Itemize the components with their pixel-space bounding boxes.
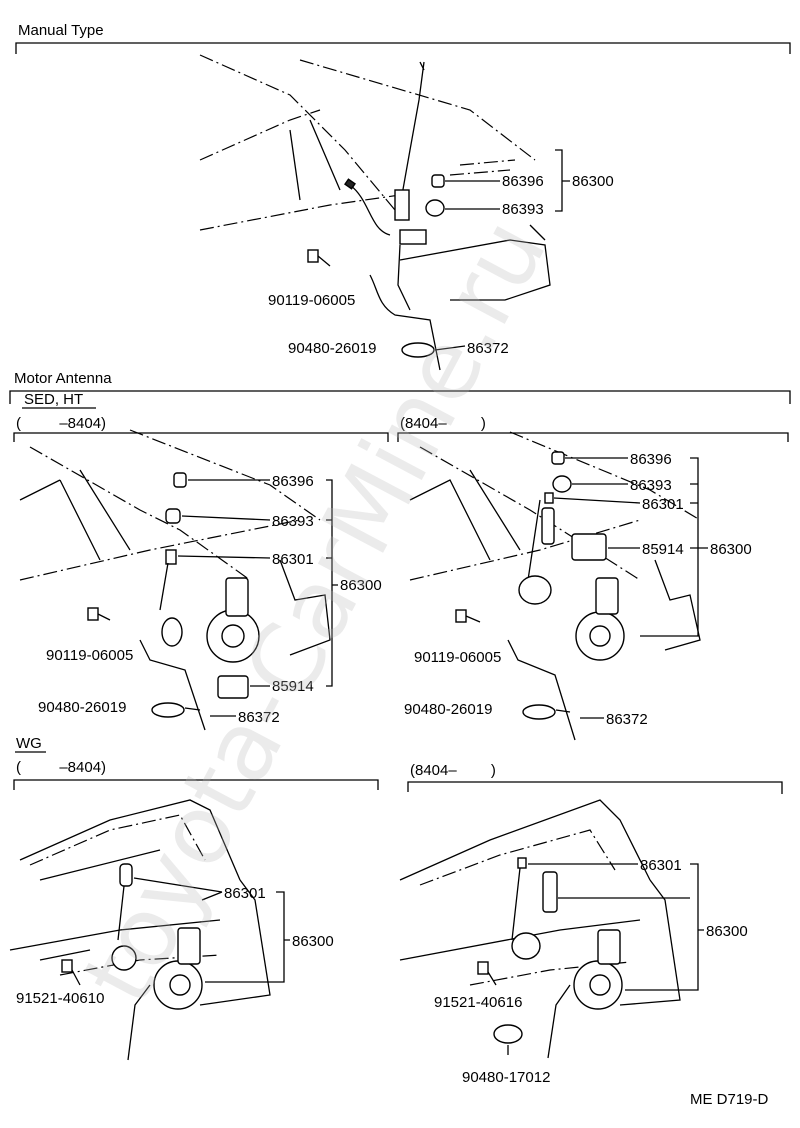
sed-left-coil [161, 617, 183, 647]
manual-antenna-mast [401, 61, 425, 196]
sed-right-nut [551, 451, 565, 465]
wg-right-grommet [493, 1024, 523, 1044]
label-86300: 86300 [292, 933, 334, 950]
sed-right-grommet [522, 704, 556, 720]
label-85914: 85914 [272, 678, 314, 695]
label-86301: 86301 [640, 857, 682, 874]
label-90480-26019: 90480-26019 [38, 699, 126, 716]
label-86372: 86372 [606, 711, 648, 728]
watermark: toyota-CarMine.ru [61, 201, 568, 1021]
manual-cable [369, 274, 441, 371]
motor-bracket [9, 390, 791, 404]
motor-antenna-section: Motor Antenna SED, HT ( –8404) [9, 370, 791, 1086]
sed-left-range: ( –8404) [16, 415, 106, 432]
manual-nut-86396 [431, 174, 445, 188]
sed-ht-title: SED, HT [24, 391, 83, 408]
sed-left-grommet [151, 702, 185, 718]
wg-left-coil [111, 945, 137, 971]
label-86301: 86301 [642, 496, 684, 513]
manual-screw [307, 249, 319, 263]
label-86396: 86396 [272, 473, 314, 490]
manual-type-title: Manual Type [18, 22, 104, 39]
sed-ht-right-panel: (8404– ) 86396 86393 86301 [397, 415, 789, 741]
label-86301: 86301 [224, 885, 266, 902]
label-86372: 86372 [467, 340, 509, 357]
manual-pad-86393 [425, 199, 445, 217]
diagram-code: ME D719-D [690, 1091, 769, 1108]
wg-title: WG [16, 735, 42, 752]
sed-right-cable [507, 639, 576, 741]
label-90480-17012: 90480-17012 [462, 1069, 550, 1086]
wg-right-range: (8404– ) [410, 762, 496, 779]
manual-bracket [15, 42, 791, 54]
sed-left-pad [165, 508, 181, 524]
manual-type-section: Manual Type 86396 86300 86393 90119-0600… [15, 22, 791, 371]
label-91521-40610: 91521-40610 [16, 990, 104, 1007]
sed-left-relay [217, 675, 249, 699]
sed-left-mast [159, 562, 169, 611]
wg-right-panel: (8404– ) 86301 86300 91521-40616 90480-1… [399, 762, 783, 1086]
label-86393: 86393 [502, 201, 544, 218]
wg-left-mast-top [119, 863, 133, 887]
label-86300: 86300 [710, 541, 752, 558]
label-90119-06005: 90119-06005 [46, 647, 133, 664]
manual-body-line [199, 54, 396, 211]
label-86300: 86300 [572, 173, 614, 190]
label-90480-26019: 90480-26019 [288, 340, 376, 357]
label-86393: 86393 [272, 513, 314, 530]
label-86396: 86396 [630, 451, 672, 468]
label-90119-06005: 90119-06005 [414, 649, 501, 666]
label-86372: 86372 [238, 709, 280, 726]
sed-right-pad [552, 475, 572, 493]
label-91521-40616: 91521-40616 [434, 994, 522, 1011]
label-86300: 86300 [706, 923, 748, 940]
sed-right-coil [518, 575, 552, 605]
wg-left-panel: ( –8404) 86301 86300 91521-40610 [9, 759, 379, 1061]
manual-grommet [401, 342, 435, 358]
label-86301: 86301 [272, 551, 314, 568]
sed-left-nut [173, 472, 187, 488]
sed-right-relay [571, 533, 607, 561]
wg-right-mast [511, 867, 521, 941]
label-85914: 85914 [642, 541, 684, 558]
label-90480-26019: 90480-26019 [404, 701, 492, 718]
label-86393: 86393 [630, 477, 672, 494]
sed-right-mast [527, 499, 541, 581]
wg-right-coil [511, 932, 541, 960]
wg-left-cable [127, 984, 151, 1061]
sed-right-range: (8404– ) [400, 415, 486, 432]
wg-left-range: ( –8404) [16, 759, 106, 776]
wg-right-cable [547, 984, 571, 1059]
label-90119-06005: 90119-06005 [268, 292, 355, 309]
label-86300: 86300 [340, 577, 382, 594]
label-86396: 86396 [502, 173, 544, 190]
sed-left-cable [139, 639, 206, 731]
motor-antenna-title: Motor Antenna [14, 370, 112, 387]
sed-ht-left-panel: ( –8404) 86396 86393 86301 86 [13, 415, 389, 731]
